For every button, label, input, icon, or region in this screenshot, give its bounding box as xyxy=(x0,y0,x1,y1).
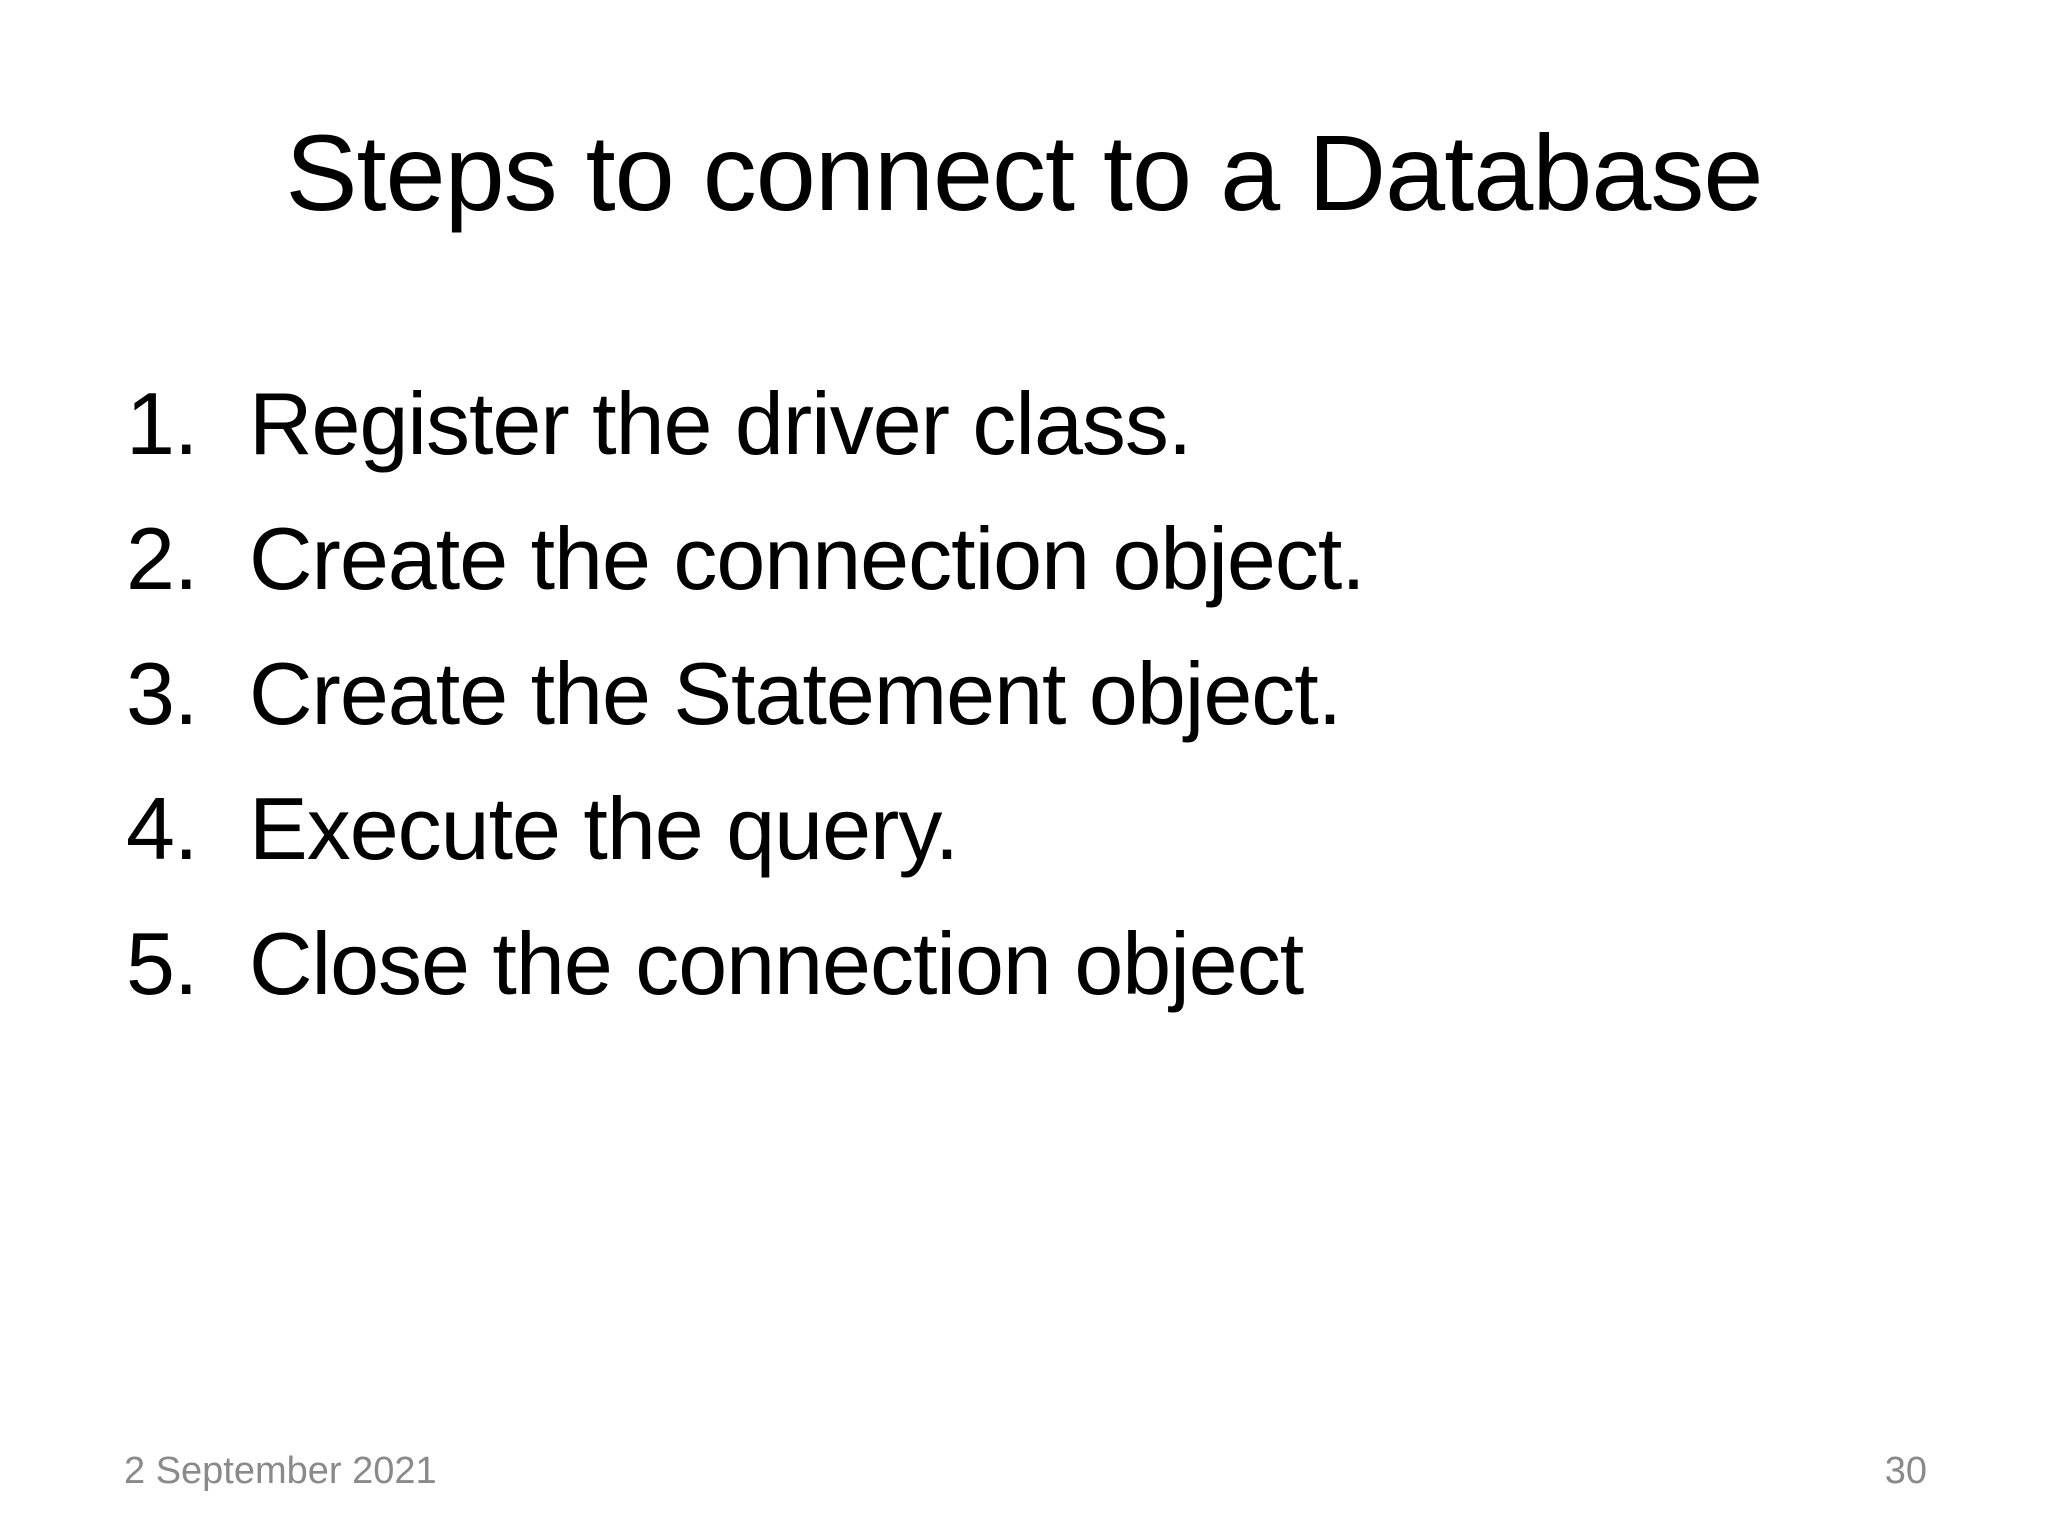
list-item-number: 1. xyxy=(126,374,198,474)
footer-date: 2 September 2021 xyxy=(124,1450,437,1492)
slide-title: Steps to connect to a Database xyxy=(285,112,1764,233)
list-item-text: Create the Statement object. xyxy=(249,644,1342,744)
list-item: 4. Execute the query. xyxy=(0,762,2048,897)
list-item-number: 3. xyxy=(126,644,198,744)
list-item-text: Close the connection object xyxy=(249,914,1304,1014)
list-item: 2. Create the connection object. xyxy=(0,492,2048,627)
list-item-number: 2. xyxy=(126,509,198,609)
list-item-text: Execute the query. xyxy=(249,779,959,879)
list-item-text: Register the driver class. xyxy=(249,374,1192,474)
list-item: 1. Register the driver class. xyxy=(0,357,2048,492)
list-item: 5. Close the connection object xyxy=(0,897,2048,1032)
list-item-number: 4. xyxy=(126,779,198,879)
footer-page-number: 30 xyxy=(1884,1450,1927,1492)
list-item-text: Create the connection object. xyxy=(249,509,1366,609)
list-item-number: 5. xyxy=(126,914,198,1014)
list-item: 3. Create the Statement object. xyxy=(0,627,2048,762)
steps-list: 1. Register the driver class. 2. Create … xyxy=(0,357,2048,1032)
